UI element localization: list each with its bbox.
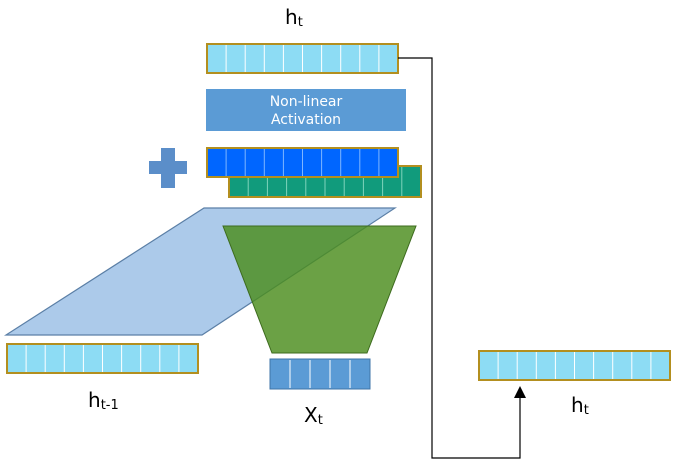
h-top-label: ht bbox=[285, 5, 303, 30]
activation-label-line2: Activation bbox=[271, 112, 341, 128]
x-input-vector bbox=[269, 358, 371, 390]
output-connector-line bbox=[398, 57, 526, 459]
x-input-label: Xt bbox=[304, 403, 323, 428]
plus-icon bbox=[149, 148, 187, 188]
h-prev-vector bbox=[6, 343, 199, 374]
h-output-vector bbox=[478, 350, 671, 381]
h-output-label: ht bbox=[571, 393, 589, 418]
h-prev-label: ht-1 bbox=[88, 388, 119, 413]
activation-label-line1: Non-linear bbox=[270, 94, 343, 110]
hidden-sum-vector bbox=[206, 147, 399, 178]
activation-box: Non-linear Activation bbox=[206, 89, 406, 131]
h-top-vector bbox=[206, 43, 399, 74]
input-projection bbox=[222, 225, 417, 354]
